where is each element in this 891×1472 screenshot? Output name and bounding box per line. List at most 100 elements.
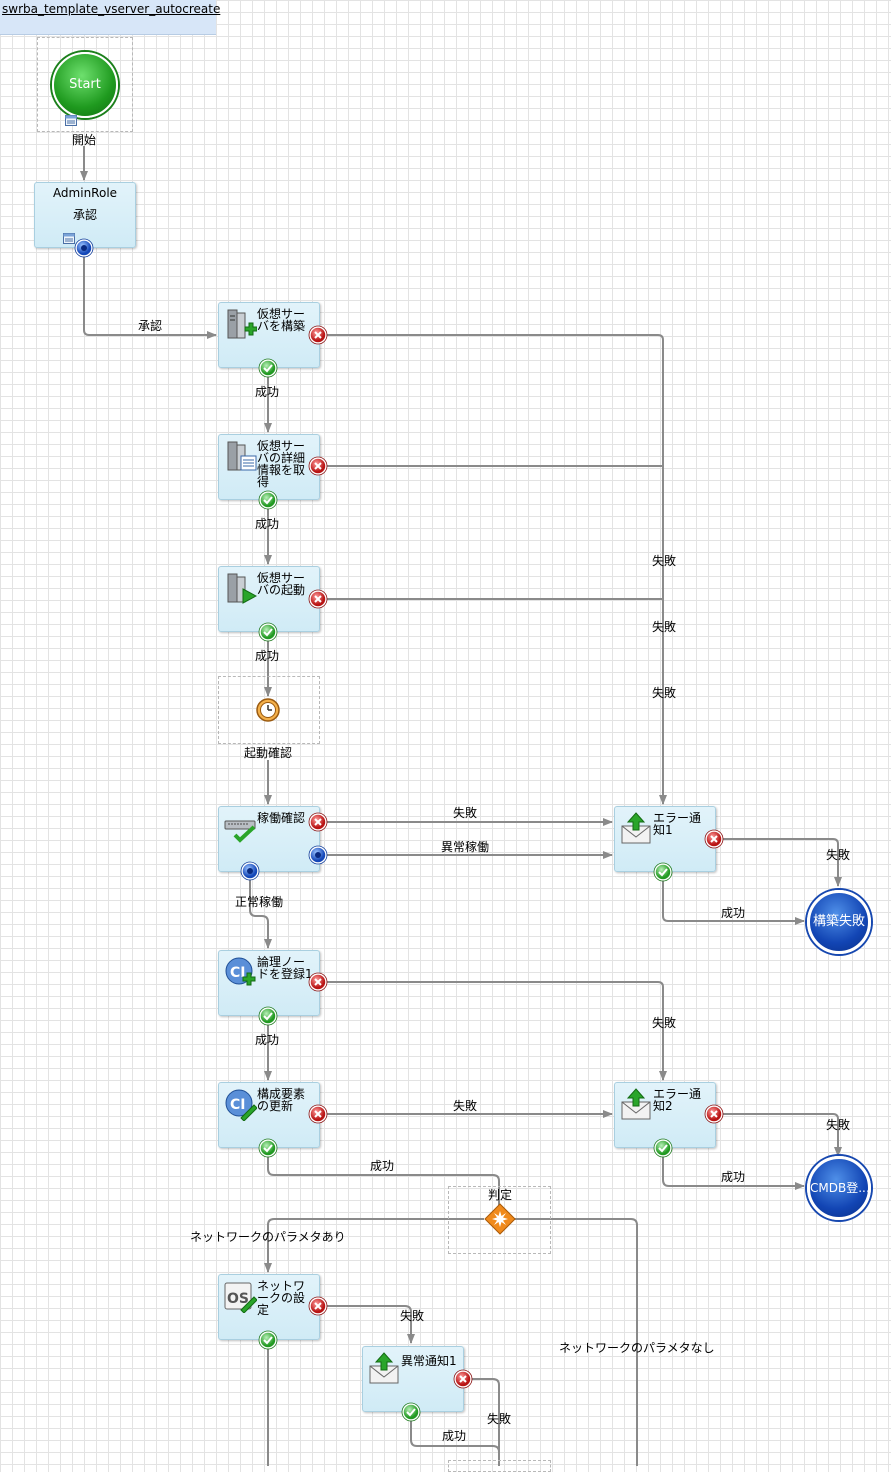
start-node-text: Start	[69, 77, 101, 92]
server-add-icon	[227, 309, 257, 339]
edge-admin-build	[83, 248, 217, 339]
diagram-tab[interactable]: swrba_template_vserver_autocreate	[0, 0, 220, 35]
boot-server-node[interactable]: 仮想サーバの起動	[218, 566, 320, 632]
properties-icon[interactable]	[65, 115, 77, 126]
edge-label-fail: 失敗	[826, 1118, 851, 1132]
edge-abn1-success	[410, 1420, 500, 1453]
build-error-port[interactable]	[308, 325, 328, 345]
edge-label-net-no: ネットワークのパラメタなし	[559, 1341, 715, 1355]
cmdb-success-port[interactable]	[258, 1006, 278, 1026]
properties-icon[interactable]	[63, 233, 75, 244]
error-notice2-label: エラー通知2	[653, 1087, 702, 1113]
end-build-failed-node[interactable]: 構築失敗	[807, 890, 871, 954]
timer-icon[interactable]	[255, 697, 281, 723]
mail-send-icon	[621, 1088, 651, 1120]
status-error-port[interactable]	[308, 812, 328, 832]
admin-approve-port[interactable]	[74, 238, 94, 258]
server-start-icon	[227, 573, 257, 604]
decision-icon[interactable]	[484, 1203, 516, 1235]
start-frame	[37, 37, 133, 132]
decision-frame	[448, 1186, 551, 1254]
ci-update-label: 構成要素の更新	[257, 1087, 306, 1113]
edge-label-fail: 失敗	[652, 1016, 677, 1030]
err2-success-port[interactable]	[653, 1138, 673, 1158]
edge-label-fail: 失敗	[453, 806, 478, 820]
network-settings-label: ネットワークの設定	[257, 1279, 306, 1317]
edge-label-success: 成功	[255, 649, 280, 663]
server-details-icon	[227, 441, 257, 471]
get-details-label: 仮想サーバの詳細情報を取得	[257, 439, 306, 489]
network-error-port[interactable]	[308, 1296, 328, 1316]
edge-label-success: 成功	[255, 385, 280, 399]
end-build-failed-text: 構築失敗	[812, 914, 865, 929]
boot-error-port[interactable]	[308, 589, 328, 609]
build-success-port[interactable]	[258, 358, 278, 378]
error-notice1-label: エラー通知1	[653, 811, 702, 837]
edge-label-success: 成功	[721, 1170, 746, 1184]
build-server-node[interactable]: 仮想サーバを構築	[218, 302, 320, 368]
ci-error-port[interactable]	[308, 1104, 328, 1124]
edge-status-normal	[249, 868, 272, 949]
svg-text:CI: CI	[230, 965, 245, 981]
ci-success-port[interactable]	[258, 1138, 278, 1158]
cmdb-error-port[interactable]	[308, 972, 328, 992]
ci-update-node[interactable]: CI 構成要素の更新	[218, 1082, 320, 1148]
edge-label-fail: 失敗	[652, 620, 677, 634]
status-abnormal-port[interactable]	[308, 845, 328, 865]
edge-label-net-yes: ネットワークのパラメタあり	[190, 1230, 346, 1244]
edge-label-success: 成功	[721, 906, 746, 920]
register-node-label: 論理ノードを登録1	[257, 955, 313, 981]
detail-success-port[interactable]	[258, 490, 278, 510]
start-node[interactable]: Start	[52, 52, 118, 118]
err1-error-port[interactable]	[704, 829, 724, 849]
abnormal-notice1-node[interactable]: 異常通知1	[362, 1346, 464, 1412]
edge-label-success: 成功	[255, 517, 280, 531]
edge-label-fail: 失敗	[487, 1412, 512, 1426]
mail-send-icon	[369, 1352, 399, 1384]
edge-build-fail	[327, 334, 667, 805]
abn1-error-port[interactable]	[453, 1369, 473, 1389]
edge-label-success: 成功	[442, 1429, 467, 1443]
edge-label-fail: 失敗	[453, 1099, 478, 1113]
admin-approval-node[interactable]: AdminRole 承認	[34, 182, 136, 248]
status-check-node[interactable]: 稼働確認	[218, 806, 320, 872]
edge-ci-success	[267, 1156, 500, 1205]
edge-label-fail: 失敗	[400, 1309, 425, 1323]
edge-label-abnormal: 異常稼働	[441, 840, 490, 854]
edge-label-fail: 失敗	[652, 554, 677, 568]
status-check-icon	[224, 820, 256, 843]
abnormal-notice1-label: 異常通知1	[401, 1354, 457, 1368]
timer-label: 起動確認	[244, 746, 293, 760]
network-settings-node[interactable]: OS ネットワークの設定	[218, 1274, 320, 1340]
boot-success-port[interactable]	[258, 622, 278, 642]
svg-text:OS: OS	[227, 1291, 249, 1307]
abn1-success-port[interactable]	[401, 1402, 421, 1422]
svg-text:CI: CI	[230, 1097, 245, 1113]
edge-decision-no	[514, 1218, 638, 1466]
tab-title: swrba_template_vserver_autocreate	[2, 2, 221, 16]
edge-net-fail	[327, 1305, 415, 1344]
edge-label-fail: 失敗	[652, 686, 677, 700]
err1-success-port[interactable]	[653, 862, 673, 882]
ci-edit-icon: CI	[225, 1089, 257, 1121]
status-normal-port[interactable]	[240, 861, 260, 881]
edge-err2-success	[662, 1156, 805, 1190]
ci-add-icon: CI	[225, 957, 256, 986]
detail-error-port[interactable]	[308, 456, 328, 476]
network-success-port[interactable]	[258, 1330, 278, 1350]
edge-label-normal: 正常稼働	[235, 895, 284, 909]
edge-abn1-fail	[471, 1378, 500, 1466]
error-notice1-node[interactable]: エラー通知1	[614, 806, 716, 872]
start-label: 開始	[72, 133, 97, 147]
edge-label-approve: 承認	[138, 319, 163, 333]
edge-label-success: 成功	[255, 1033, 280, 1047]
edge-cmdb-fail	[327, 981, 667, 1081]
end-cmdb-node[interactable]: CMDB登...	[807, 1156, 871, 1220]
edge-label-fail: 失敗	[826, 848, 851, 862]
edge-err1-success	[662, 880, 805, 925]
register-node-task[interactable]: CI 論理ノードを登録1	[218, 950, 320, 1016]
get-details-node[interactable]: 仮想サーバの詳細情報を取得	[218, 434, 320, 500]
err2-error-port[interactable]	[704, 1104, 724, 1124]
